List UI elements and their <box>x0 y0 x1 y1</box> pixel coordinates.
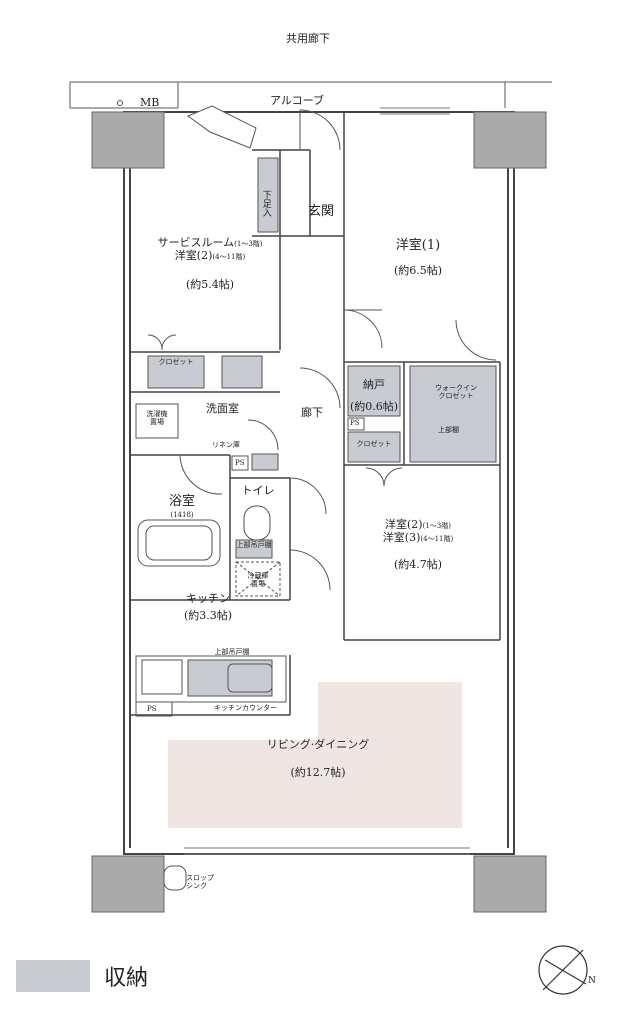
living-area: (約12.7帖) <box>290 766 346 779</box>
kitchen-label: キッチン <box>186 592 230 605</box>
walkin-label: ウォークインクロゼット <box>435 384 477 401</box>
fixtures <box>117 100 365 891</box>
storeroom <box>347 365 401 417</box>
walkin-closet <box>409 365 497 463</box>
living-label: リビング·ダイニング <box>266 738 370 751</box>
bath-label: 浴室 <box>168 494 196 509</box>
slop-sink-label: スロップシンク <box>186 874 214 891</box>
fridge-spot <box>235 561 281 597</box>
kitchen-counter <box>135 655 287 703</box>
storeroom-area: (約0.6帖) <box>349 400 399 413</box>
legend-label: 収納 <box>104 966 149 991</box>
upper-cabinet-kitchen <box>187 659 273 697</box>
bay-window <box>186 105 257 149</box>
compass-north-label: N <box>588 976 596 986</box>
washing-machine-spot <box>135 403 179 439</box>
mb-label: MB <box>140 96 160 109</box>
linen-label: リネン庫 <box>212 441 240 449</box>
storeroom-label: 納戸 <box>363 378 385 391</box>
closet-hall <box>347 431 401 463</box>
western-room-1-label: 洋室(1) <box>395 238 441 253</box>
ps-box-hall <box>347 417 365 431</box>
pillars <box>91 111 547 913</box>
corridor-label: 共用廊下 <box>286 32 330 45</box>
toilet-label: トイレ <box>241 484 275 497</box>
ps-bath-label: PS <box>235 459 245 467</box>
closet-service-room <box>147 355 205 389</box>
service-room-area: (約5.4帖) <box>185 278 235 291</box>
stove <box>141 659 183 695</box>
western-room-1-area: (約6.5帖) <box>393 264 443 277</box>
compass-icon <box>538 945 588 995</box>
ps-box-bath <box>231 455 249 471</box>
pillar-bottom-left <box>91 855 165 913</box>
upper-shelf-label: 上部棚 <box>438 426 459 434</box>
shoe-storage-label: 下足入 <box>260 190 271 217</box>
pillar-bottom-right <box>473 855 547 913</box>
upper-cabinet-label-2: 上部吊戸棚 <box>214 648 250 656</box>
ps-box-kitchen <box>135 701 173 717</box>
pillar-top-right <box>473 111 547 169</box>
exterior-lines <box>69 81 552 109</box>
bath-size: (1418) <box>170 511 194 519</box>
service-room-label: サービスルーム(1〜3階) 洋室(2)(4〜11階) <box>157 236 263 263</box>
fridge-label: 冷蔵庫置場 <box>247 572 269 589</box>
windows <box>184 107 470 855</box>
closet-label-1: クロゼット <box>158 358 194 366</box>
doors <box>147 109 497 591</box>
toilet-bowl <box>243 505 271 541</box>
alcove-label: アルコーブ <box>270 94 325 107</box>
pillar-top-left <box>91 111 165 169</box>
entrance-label: 玄関 <box>308 204 335 219</box>
ps-hall-label: PS <box>350 419 360 427</box>
shoe-cabinet <box>257 157 279 233</box>
bathtub <box>137 519 221 567</box>
washing-machine-label: 洗濯機置場 <box>146 410 168 427</box>
washroom-label: 洗面室 <box>206 402 239 415</box>
legend-swatch <box>16 960 90 992</box>
upper-cabinet-label-1: 上部吊戸棚 <box>236 541 272 549</box>
closet-label-2: クロゼット <box>356 440 392 448</box>
sink <box>227 663 273 693</box>
western-room-23-area: (約4.7帖) <box>393 558 443 571</box>
linen-storage <box>251 453 279 471</box>
western-room-23-label: 洋室(2)(1〜3階) 洋室(3)(4〜11階) <box>382 518 454 545</box>
hallway-label: 廊下 <box>301 406 323 419</box>
storage-areas <box>147 157 497 697</box>
kitchen-counter-label: キッチンカウンター <box>214 704 277 712</box>
slop-sink <box>163 865 187 891</box>
living-fill <box>168 682 462 828</box>
ps-kitchen-label: PS <box>147 705 157 713</box>
kitchen-area: (約3.3帖) <box>183 609 233 622</box>
closet-service-room-2 <box>221 355 263 389</box>
